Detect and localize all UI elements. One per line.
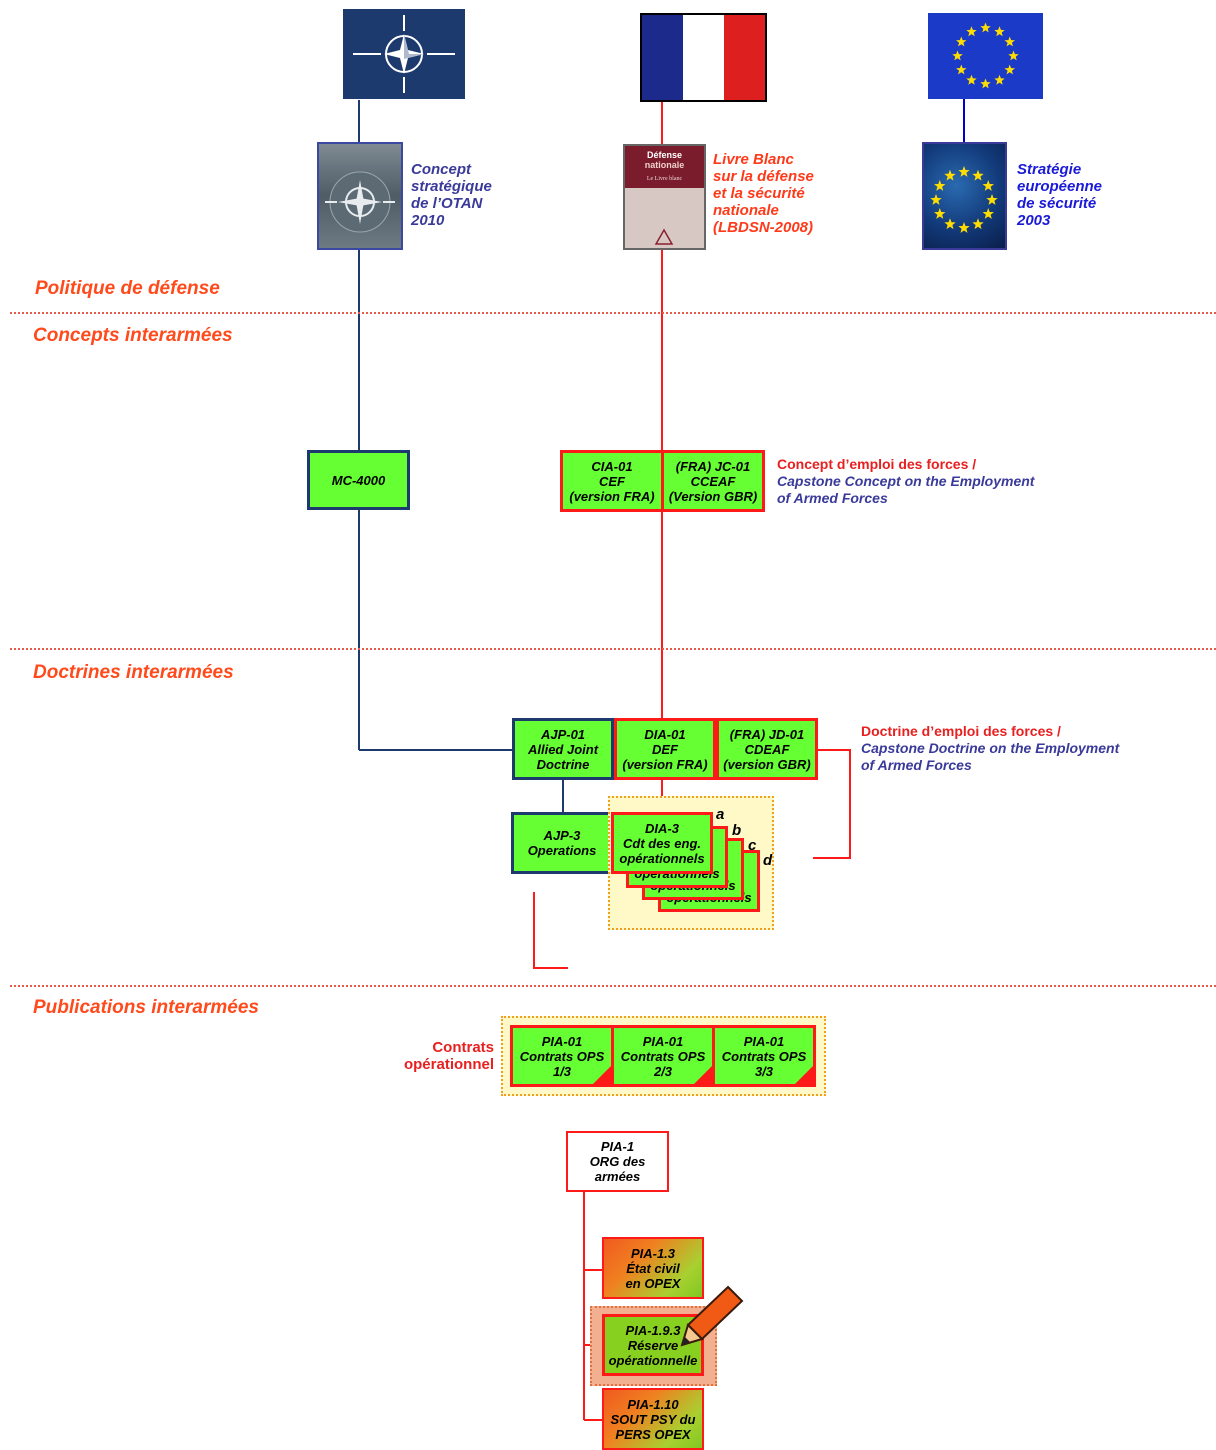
pencil-icon xyxy=(680,1285,744,1347)
box-pia-1-label: PIA-1 ORG des armées xyxy=(589,1139,646,1184)
concept-annotation-en: Capstone Concept on the Employment of Ar… xyxy=(777,473,1035,506)
eu-star-icon xyxy=(982,180,994,191)
box-pia-1-10-label: PIA-1.10 SOUT PSY du PERS OPEX xyxy=(610,1396,696,1442)
box-pia-01-3-label: PIA-01 Contrats OPS 3/3 xyxy=(721,1033,807,1079)
box-ajp-01-label: AJP-01 Allied Joint Doctrine xyxy=(527,726,599,772)
box-ajp-3-label: AJP-3 Operations xyxy=(527,828,597,858)
eu-star-icon xyxy=(966,26,977,37)
box-mc-4000[interactable]: MC-4000 xyxy=(307,450,410,510)
contrats-label: Contrats opérationnel xyxy=(403,1039,494,1073)
eu-strategy-caption: Stratégie européenne de sécurité 2003 xyxy=(1017,161,1103,229)
box-pia-01-3[interactable]: PIA-01 Contrats OPS 3/3 xyxy=(712,1025,816,1087)
letter-a: a xyxy=(716,806,725,823)
box-cia-01-label: CIA-01 CEF (version FRA) xyxy=(569,458,655,504)
eu-star-icon xyxy=(994,26,1005,37)
box-dia-01-label: DIA-01 DEF (version FRA) xyxy=(622,726,708,772)
eu-star-icon xyxy=(980,78,991,89)
eu-star-icon xyxy=(986,194,998,205)
book-title-2: nationale xyxy=(625,160,704,176)
box-pia-1-3-label: PIA-1.3 État civil en OPEX xyxy=(625,1245,681,1291)
letter-b: b xyxy=(732,822,742,839)
box-pia-1-9-3[interactable]: PIA-1.9.3 Réserve opérationnelle xyxy=(602,1314,704,1376)
eu-star-icon xyxy=(982,208,994,219)
book-title-1: Défense xyxy=(625,146,704,160)
section-politique-de-defense: Politique de défense xyxy=(35,278,220,299)
box-jd-01-label: (FRA) JD-01 CDEAF (version GBR) xyxy=(723,726,811,772)
doctrine-annotation-fr: Doctrine d’emploi des forces / xyxy=(861,723,1061,739)
eu-star-icon xyxy=(972,169,984,181)
box-pia-1-3[interactable]: PIA-1.3 État civil en OPEX xyxy=(602,1237,704,1299)
box-dia-3[interactable]: DIA-3 Cdt des eng. opérationnels xyxy=(611,812,713,874)
box-dia-01[interactable]: DIA-01 DEF (version FRA) xyxy=(614,718,716,780)
eu-star-icon xyxy=(1004,64,1015,75)
box-jc-01[interactable]: (FRA) JC-01 CCEAF (Version GBR) xyxy=(661,450,765,512)
box-pia-1-9-3-label: PIA-1.9.3 Réserve opérationnelle xyxy=(608,1322,698,1368)
eu-star-icon xyxy=(944,169,956,181)
eu-star-icon xyxy=(934,180,946,191)
concept-annotation: Concept d’emploi des forces / Capstone C… xyxy=(777,456,1034,507)
section-publications-interarmees: Publications interarmées xyxy=(33,997,259,1018)
concept-annotation-fr: Concept d’emploi des forces / xyxy=(777,456,977,472)
box-cia-01[interactable]: CIA-01 CEF (version FRA) xyxy=(560,450,664,512)
divider-3 xyxy=(10,985,1216,987)
box-jc-01-label: (FRA) JC-01 CCEAF (Version GBR) xyxy=(668,458,758,504)
box-mc-4000-label: MC-4000 xyxy=(331,472,386,488)
eu-star-icon xyxy=(980,22,991,33)
box-pia-01-1[interactable]: PIA-01 Contrats OPS 1/3 xyxy=(510,1025,614,1087)
box-dia-3-label: DIA-3 Cdt des eng. opérationnels xyxy=(619,820,705,866)
book-subtitle: Le Livre blanc xyxy=(625,176,704,188)
eu-star-icon xyxy=(958,222,970,233)
eu-star-icon xyxy=(958,166,970,177)
eu-star-icon xyxy=(956,64,967,75)
eu-star-icon xyxy=(930,194,942,205)
eu-star-icon xyxy=(956,36,967,47)
box-pia-1[interactable]: PIA-1 ORG des armées xyxy=(566,1131,669,1192)
eu-star-icon xyxy=(934,208,946,219)
eu-star-icon xyxy=(952,50,963,61)
eu-star-icon xyxy=(1008,50,1019,61)
section-concepts-interarmees: Concepts interarmées xyxy=(33,325,233,346)
eu-strategy-cover-icon xyxy=(922,142,1007,250)
box-jd-01[interactable]: (FRA) JD-01 CDEAF (version GBR) xyxy=(716,718,818,780)
box-ajp-01[interactable]: AJP-01 Allied Joint Doctrine xyxy=(512,718,614,780)
eu-flag-icon xyxy=(928,13,1043,99)
livre-blanc-cover-icon: Défense nationale Le Livre blanc xyxy=(623,144,706,250)
nato-strategy-cover-icon xyxy=(317,142,403,250)
box-pia-01-2[interactable]: PIA-01 Contrats OPS 2/3 xyxy=(611,1025,715,1087)
box-ajp-3[interactable]: AJP-3 Operations xyxy=(511,812,613,874)
france-flag-icon xyxy=(640,13,767,102)
eu-star-icon xyxy=(994,74,1005,85)
eu-star-icon xyxy=(944,218,956,230)
divider-2 xyxy=(10,648,1216,650)
divider-1 xyxy=(10,312,1216,314)
doctrine-annotation: Doctrine d’emploi des forces / Capstone … xyxy=(861,723,1119,774)
box-pia-1-10[interactable]: PIA-1.10 SOUT PSY du PERS OPEX xyxy=(602,1388,704,1450)
box-pia-01-1-label: PIA-01 Contrats OPS 1/3 xyxy=(519,1033,605,1079)
eu-star-icon xyxy=(1004,36,1015,47)
section-doctrines-interarmees: Doctrines interarmées xyxy=(33,662,234,683)
doctrine-annotation-en: Capstone Doctrine on the Employment of A… xyxy=(861,740,1120,773)
letter-d: d xyxy=(763,852,773,869)
eu-star-icon xyxy=(966,74,977,85)
livre-blanc-caption: Livre Blanc sur la défense et la sécurit… xyxy=(713,151,814,236)
nato-flag-icon xyxy=(343,9,465,99)
box-pia-01-2-label: PIA-01 Contrats OPS 2/3 xyxy=(620,1033,706,1079)
nato-strategy-caption: Concept stratégique de l’OTAN 2010 xyxy=(411,161,492,229)
eu-star-icon xyxy=(972,218,984,230)
letter-c: c xyxy=(748,837,757,854)
